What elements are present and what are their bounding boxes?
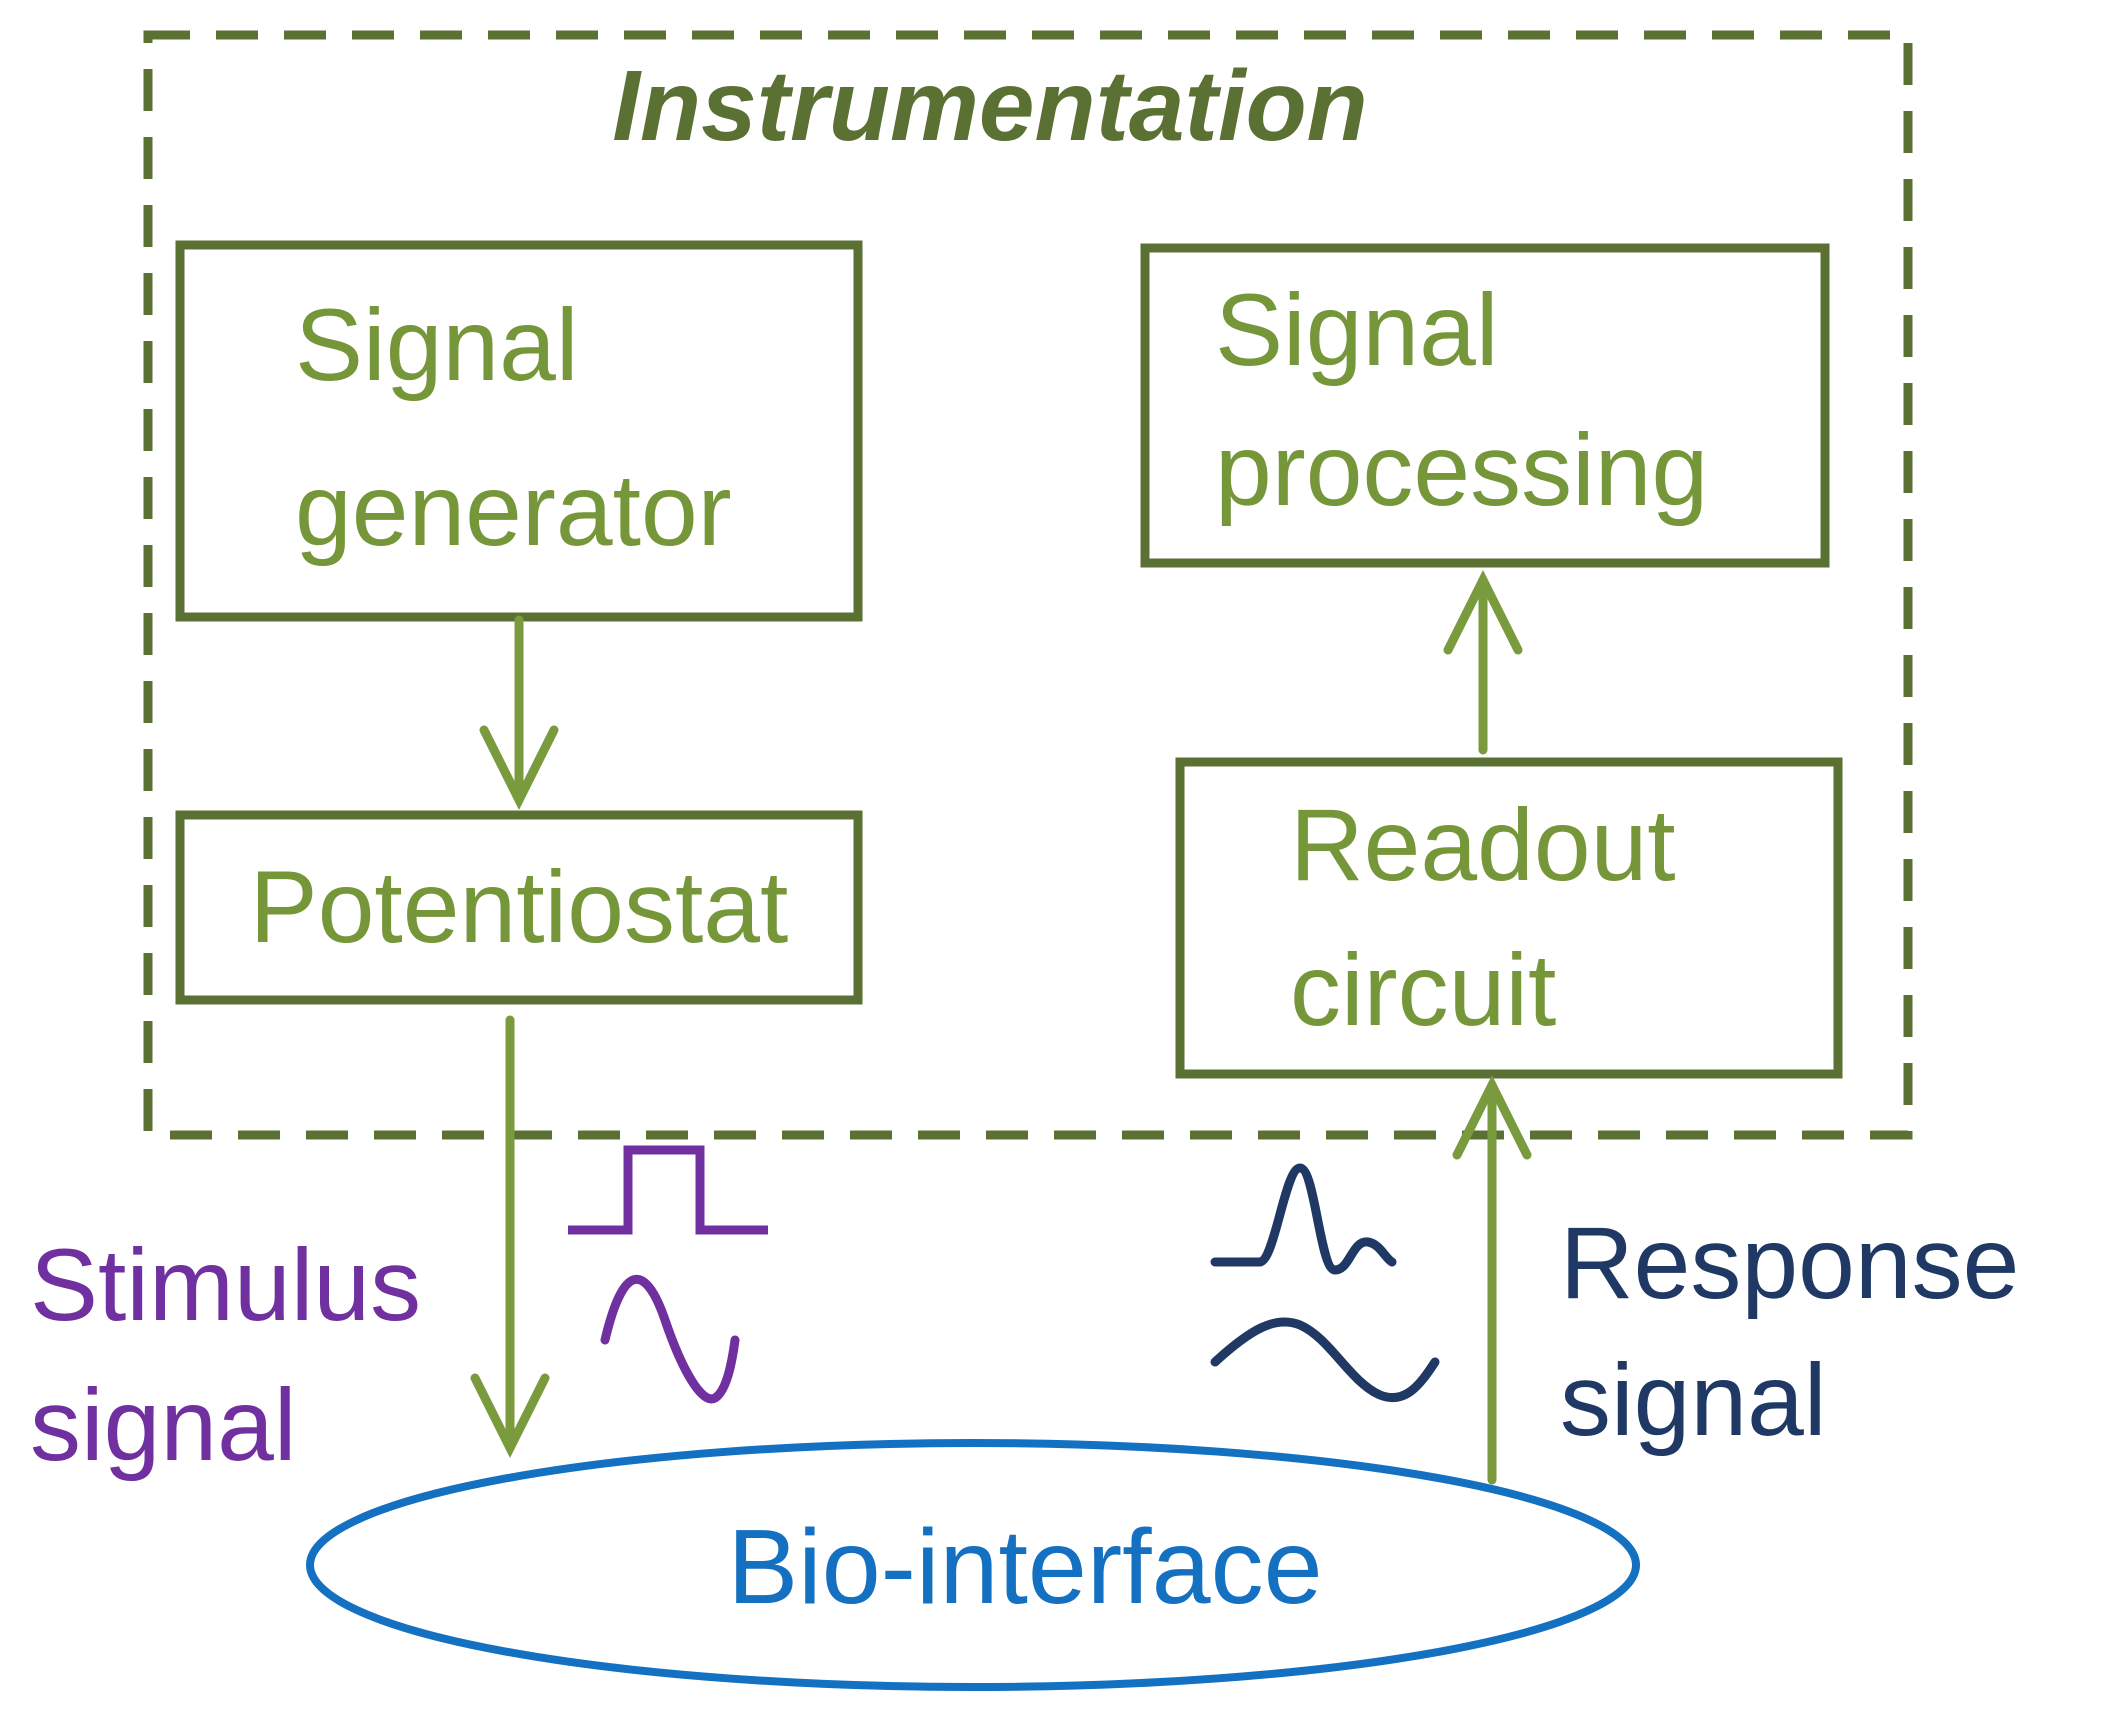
signal-processing-block <box>1140 243 1830 568</box>
potentiostat-block <box>175 810 863 1005</box>
arrow-readout-to-processing <box>1443 569 1523 755</box>
arrow-potentiostat-to-bio-interface <box>470 1015 550 1459</box>
instrumentation-title: Instrumentation <box>612 50 1368 162</box>
signal-processing-label-line1: Signal <box>1215 273 1499 387</box>
arrow-bio-interface-to-readout <box>1452 1074 1532 1485</box>
potentiostat-label: Potentiostat <box>250 850 789 964</box>
stimulus-label-line2: signal <box>30 1368 297 1482</box>
stimulus-label-line1: Stimulus <box>30 1228 421 1342</box>
arrow-generator-to-potentiostat <box>479 615 559 811</box>
bio-interface-ellipse <box>306 1439 1640 1691</box>
signal-generator-label-line2: generator <box>295 453 732 567</box>
square-pulse-icon <box>568 1145 768 1235</box>
bio-interface-label: Bio-interface <box>727 1508 1322 1626</box>
signal-generator-label-line1: Signal <box>295 288 579 402</box>
response-label-line2: signal <box>1560 1343 1827 1457</box>
sine-wave-response-icon <box>1210 1317 1440 1403</box>
readout-circuit-block <box>1175 757 1843 1079</box>
readout-circuit-label-line1: Readout <box>1290 788 1676 902</box>
sine-wave-stimulus-icon <box>600 1275 740 1404</box>
response-label-line1: Response <box>1560 1206 2019 1320</box>
readout-circuit-label-line2: circuit <box>1290 933 1556 1047</box>
signal-generator-block <box>175 240 863 622</box>
peak-waveform-icon <box>1210 1163 1397 1275</box>
signal-processing-label-line2: processing <box>1215 413 1708 527</box>
instrumentation-frame <box>143 30 1913 1140</box>
